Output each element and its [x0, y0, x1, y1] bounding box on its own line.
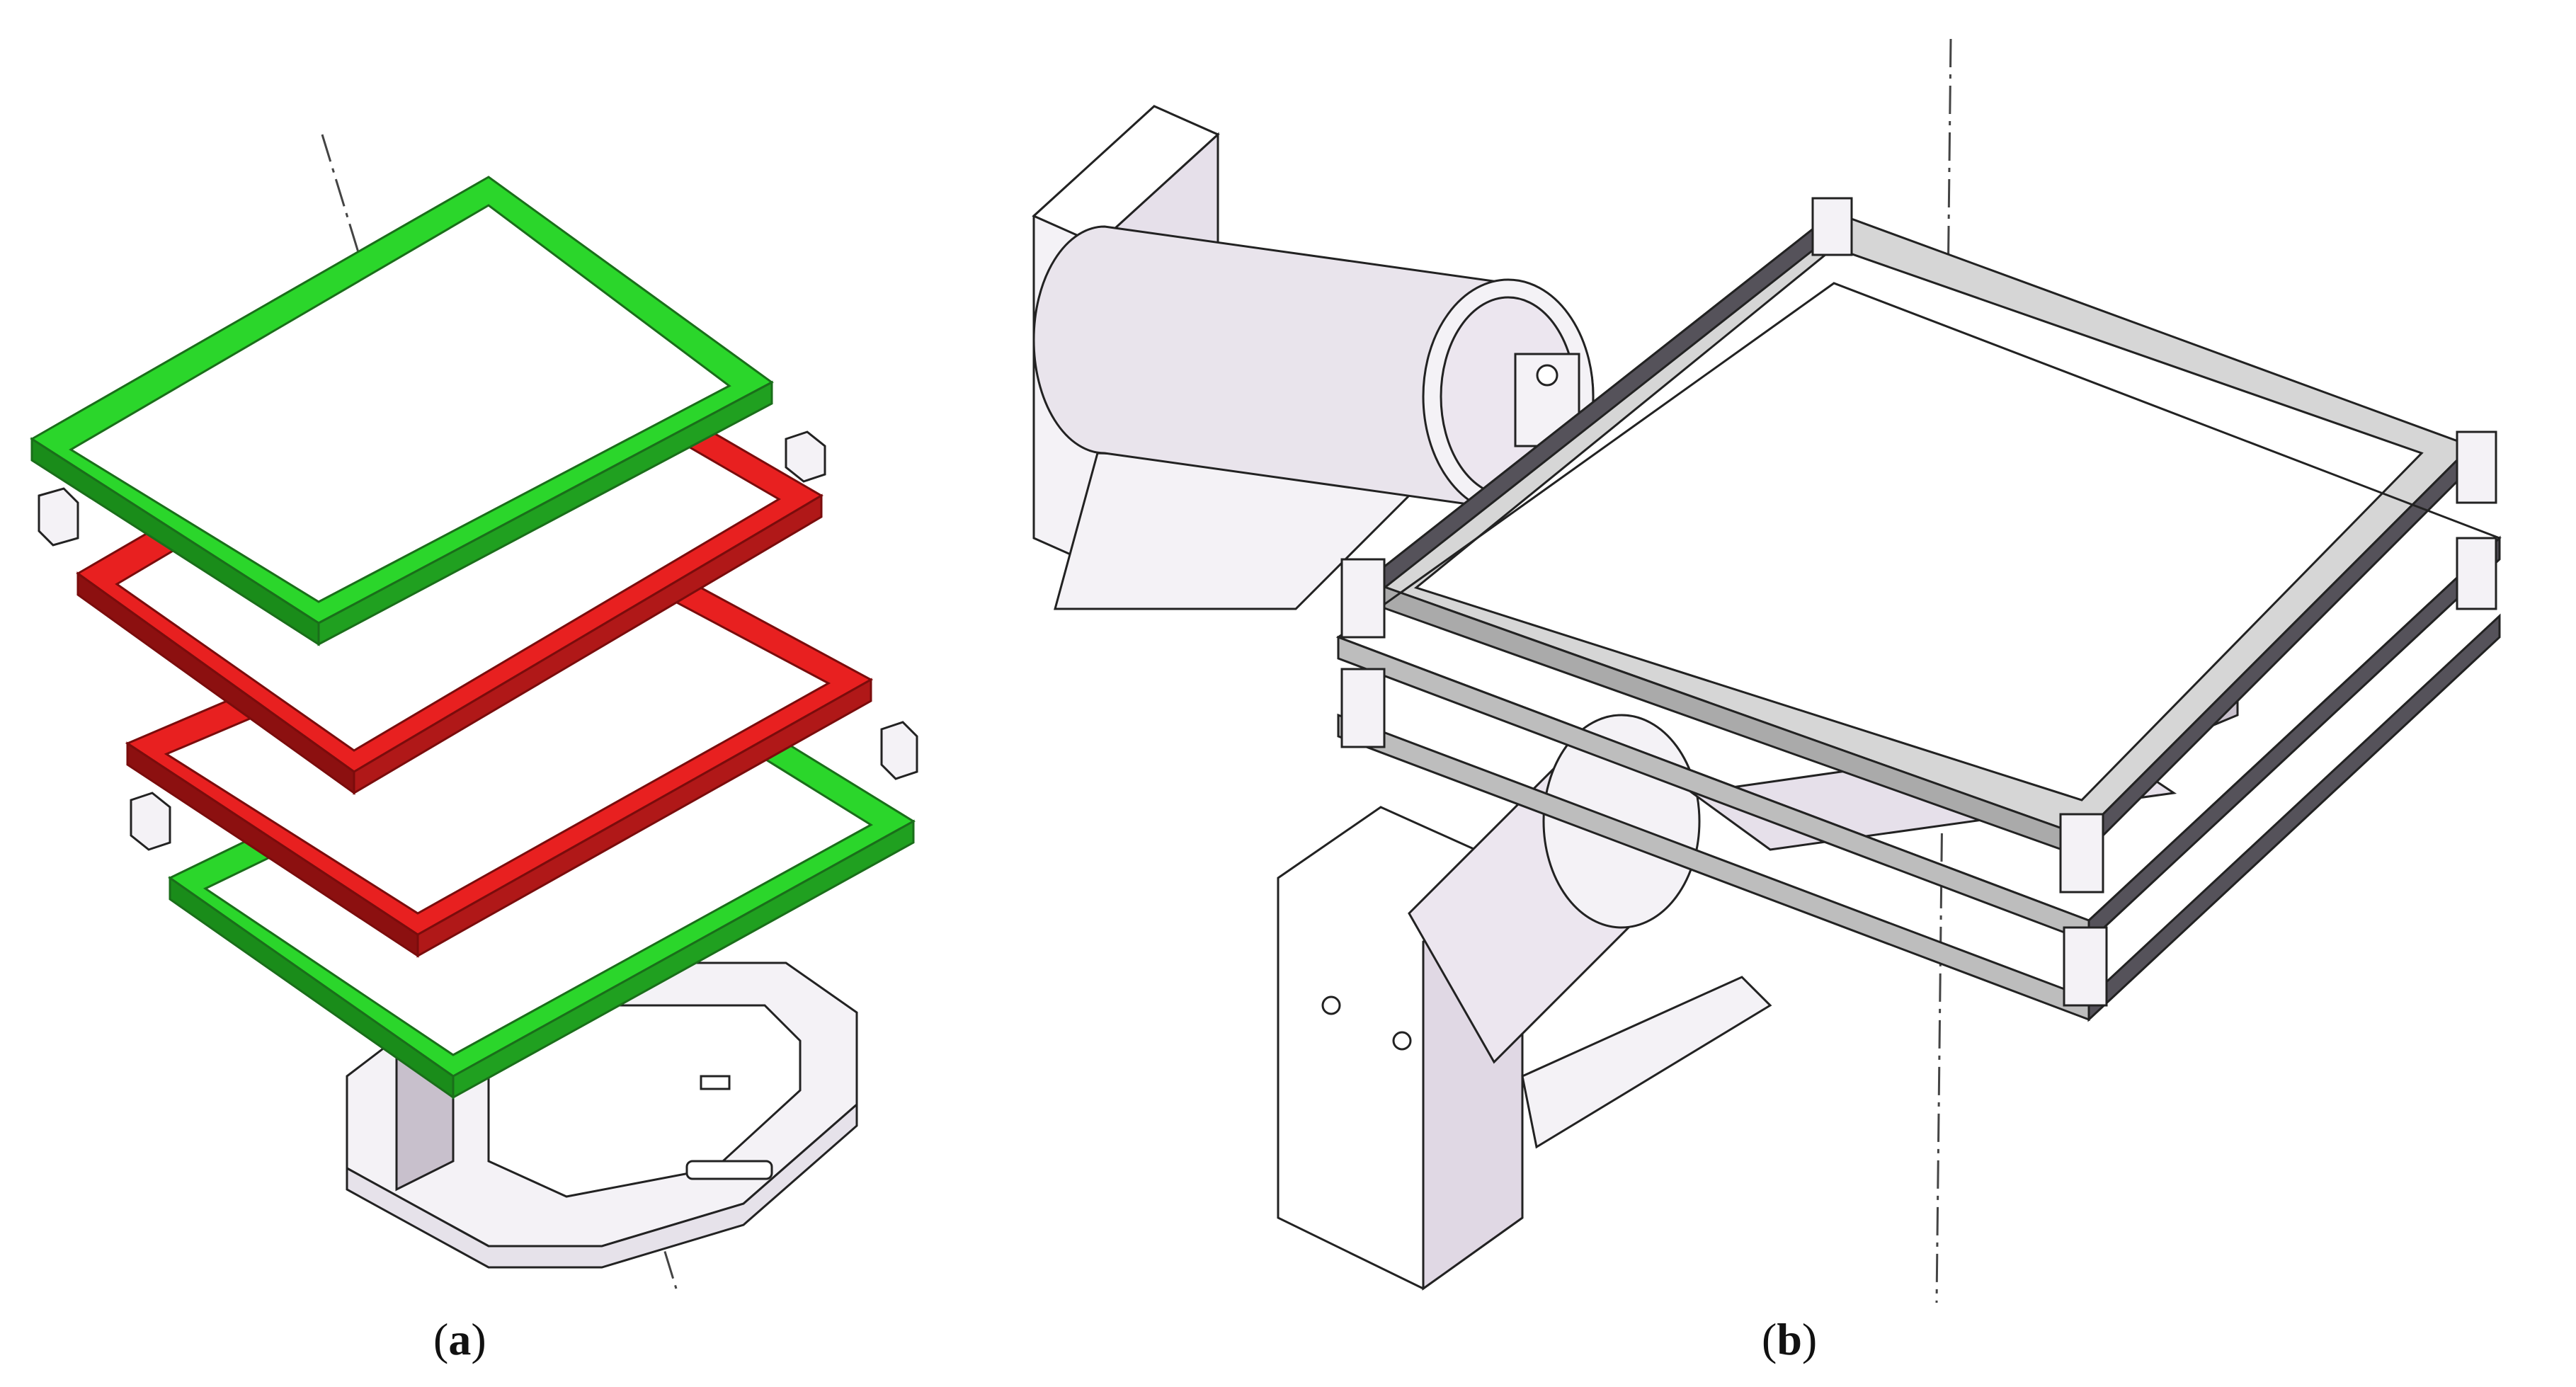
assembled-mechanism-drawing	[1032, 38, 2502, 1303]
exploded-assembly-drawing	[30, 134, 918, 1289]
red-frame-lower	[125, 537, 874, 958]
panel-a-exploded-view: (a)	[0, 0, 956, 1387]
caption-a: (a)	[433, 1314, 486, 1364]
caption-b: (b)	[1762, 1314, 1818, 1364]
grey-frame-top	[1364, 210, 2473, 860]
grey-frame-bottom	[1337, 613, 2501, 1022]
green-frame-upper	[30, 176, 774, 646]
panel-b-assembled-view: (b)	[956, 0, 2576, 1387]
corner-blocks	[1340, 197, 2497, 1007]
grey-frame-middle	[1335, 282, 2502, 944]
